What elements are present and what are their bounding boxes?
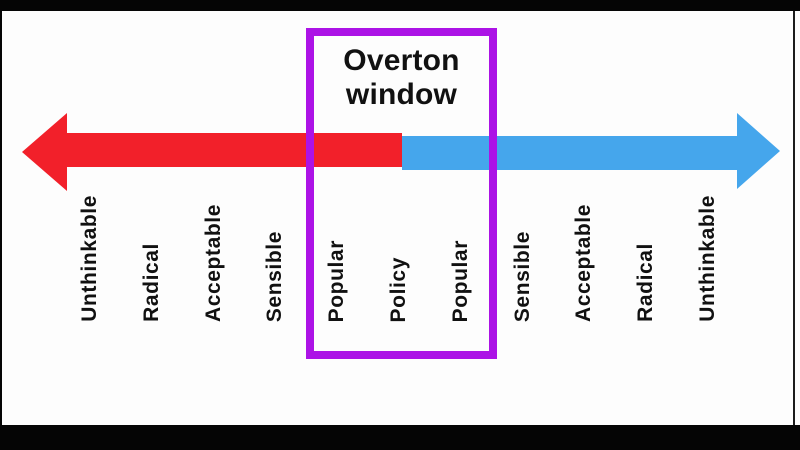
spectrum-label: Unthinkable (70, 187, 110, 322)
spectrum-label: Acceptable (194, 187, 234, 322)
spectrum-label: Radical (132, 187, 172, 322)
spectrum-label-text: Sensible (263, 230, 287, 322)
spectrum-label: Radical (626, 187, 666, 322)
spectrum-label-text: Radical (139, 243, 163, 322)
spectrum-label: Unthinkable (688, 187, 728, 322)
spectrum-label: Sensible (255, 187, 295, 322)
left-arrow (22, 113, 402, 191)
spectrum-label-text: Radical (634, 243, 658, 322)
frame-edge-line (793, 11, 795, 425)
page-title: Overton window (343, 44, 460, 111)
spectrum-label: Acceptable (564, 187, 604, 322)
spectrum-label-text: Unthinkable (78, 195, 101, 322)
spectrum-label-text: Sensible (510, 230, 534, 322)
spectrum-label-text: Acceptable (201, 203, 225, 322)
spectrum-label: Sensible (503, 187, 543, 322)
spectrum-label-text: Unthinkable (695, 195, 719, 322)
spectrum-label-text: Acceptable (572, 203, 596, 322)
overton-window-box: Overton window (306, 28, 497, 359)
